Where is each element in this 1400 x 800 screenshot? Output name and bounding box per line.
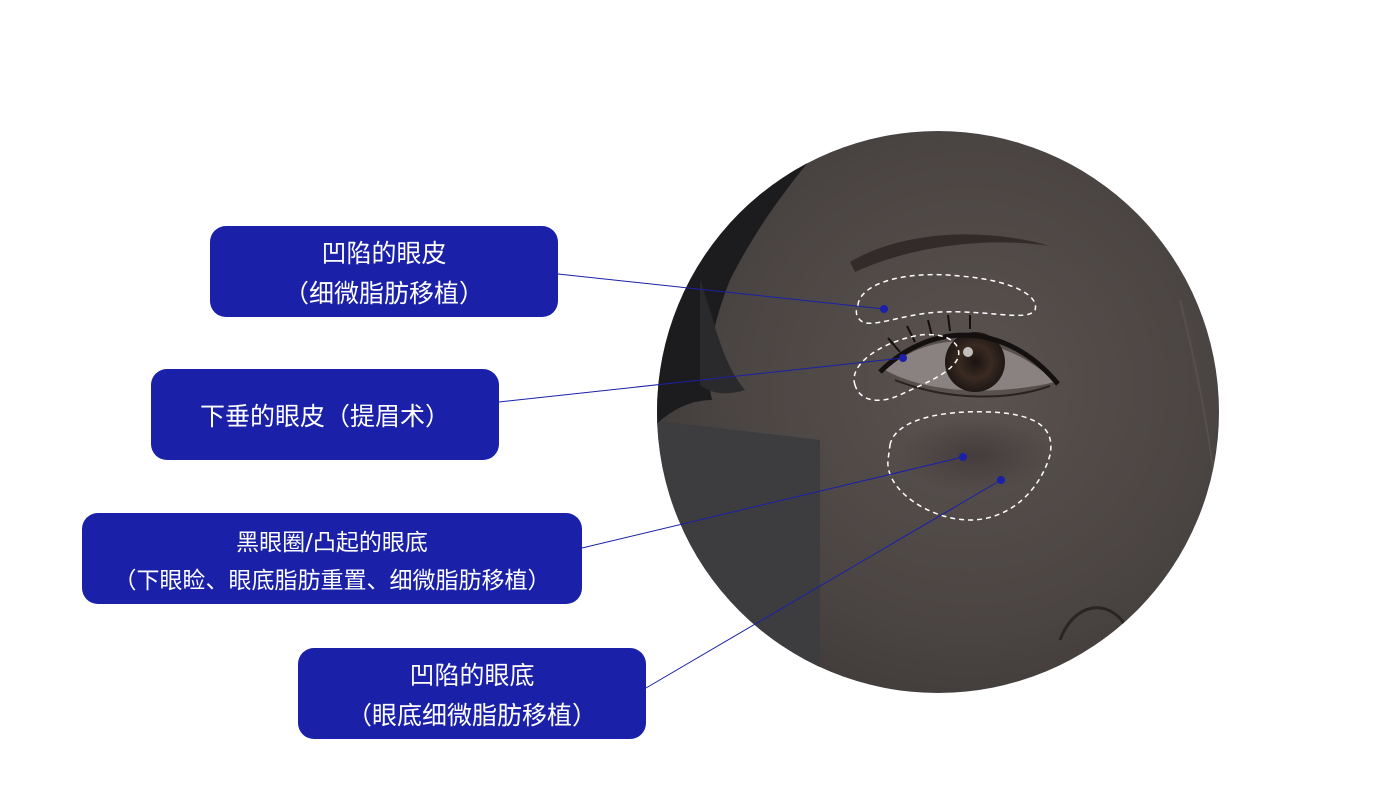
- zone-upper-eyelid: [855, 273, 1037, 324]
- marker-dots: [880, 305, 1005, 484]
- face-photo: [657, 131, 1219, 693]
- zone-under-eye: [887, 411, 1052, 521]
- label-treatment: （眼底细微脂肪移植）: [346, 700, 597, 730]
- connector-1: [557, 273, 885, 310]
- marker-dot-2: [899, 354, 907, 362]
- zone-outlines: [853, 273, 1052, 521]
- label-title: 黑眼圈/凸起的眼底: [236, 529, 428, 556]
- label-title: 凹陷的眼底: [409, 660, 535, 690]
- label-treatment: （下眼睑、眼底脂肪重置、细微脂肪移植）: [113, 567, 551, 594]
- marker-dot-1: [880, 305, 888, 313]
- connector-lines: [498, 273, 1002, 689]
- connector-4: [645, 479, 1002, 689]
- connector-2: [498, 357, 904, 403]
- label-treatment: （细微脂肪移植）: [283, 278, 484, 308]
- label-drooping-eyelid: 下垂的眼皮（提眉术）: [151, 369, 499, 460]
- zone-drooping-eyelid: [853, 333, 960, 402]
- label-concave-under-eye: 凹陷的眼底 （眼底细微脂肪移植）: [298, 648, 646, 739]
- label-dark-circles: 黑眼圈/凸起的眼底 （下眼睑、眼底脂肪重置、细微脂肪移植）: [82, 513, 582, 604]
- connector-3: [581, 456, 964, 549]
- label-title: 凹陷的眼皮: [321, 238, 447, 268]
- label-concave-upper-eyelid: 凹陷的眼皮 （细微脂肪移植）: [210, 226, 558, 317]
- marker-dot-3: [959, 453, 967, 461]
- label-title: 下垂的眼皮（提眉术）: [199, 401, 450, 431]
- marker-dot-4: [997, 476, 1005, 484]
